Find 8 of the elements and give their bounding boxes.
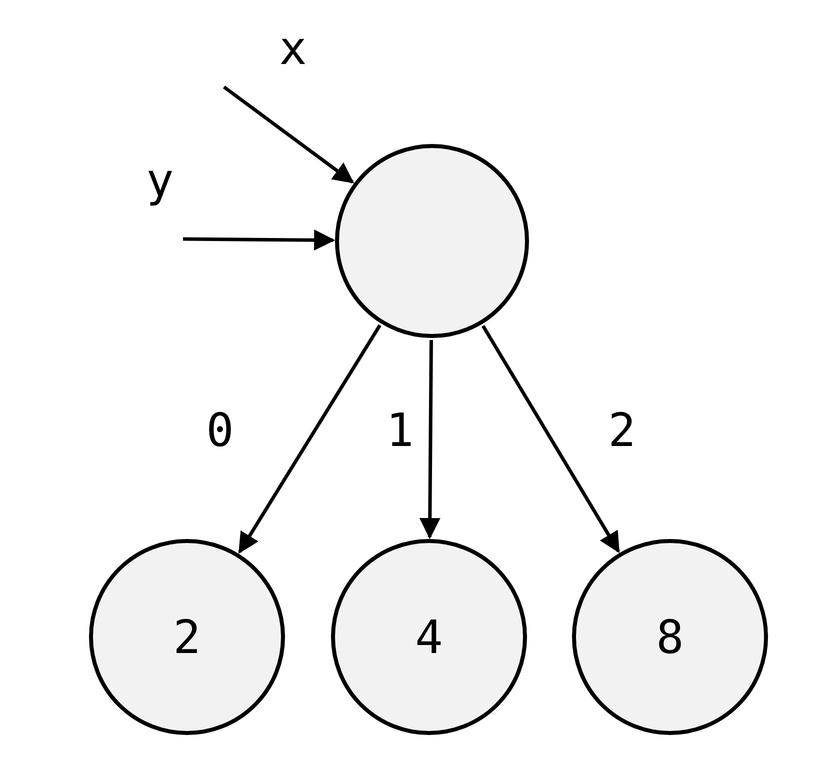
- node-value: 4: [415, 614, 443, 660]
- arrow: [238, 324, 382, 554]
- node-value: 2: [173, 614, 201, 660]
- arrow: [419, 340, 440, 540]
- arrow: [482, 324, 620, 554]
- arrow: [222, 86, 354, 184]
- arrow: [182, 230, 336, 251]
- node-value: 8: [656, 614, 684, 660]
